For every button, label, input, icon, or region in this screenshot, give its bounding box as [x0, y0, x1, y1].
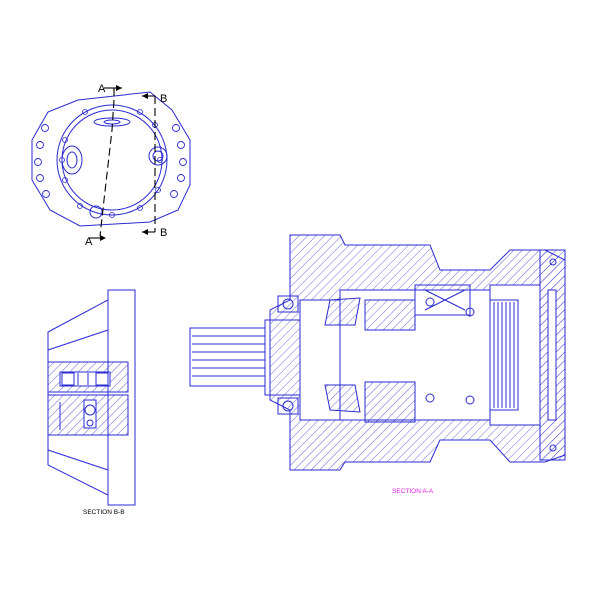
cut-arrows [100, 85, 148, 241]
section-label-a-bottom: A [85, 236, 93, 248]
section-bb-view [47, 289, 136, 506]
section-label-a-top: A [98, 83, 106, 95]
bearing-tapered [324, 297, 361, 413]
section-label-b-bottom: B [160, 227, 167, 239]
section-cut-lines [88, 87, 156, 239]
section-aa-view [189, 234, 566, 471]
brake-disc-pack [489, 299, 519, 411]
section-aa-caption: SECTION A-A [392, 488, 434, 495]
flange-end-view [31, 91, 191, 227]
section-bb-caption: SECTION B-B [83, 509, 125, 516]
inner-holes [59, 109, 163, 218]
bearing-front [277, 295, 299, 415]
bolt-holes [34, 124, 187, 198]
section-label-b-top: B [160, 93, 167, 105]
